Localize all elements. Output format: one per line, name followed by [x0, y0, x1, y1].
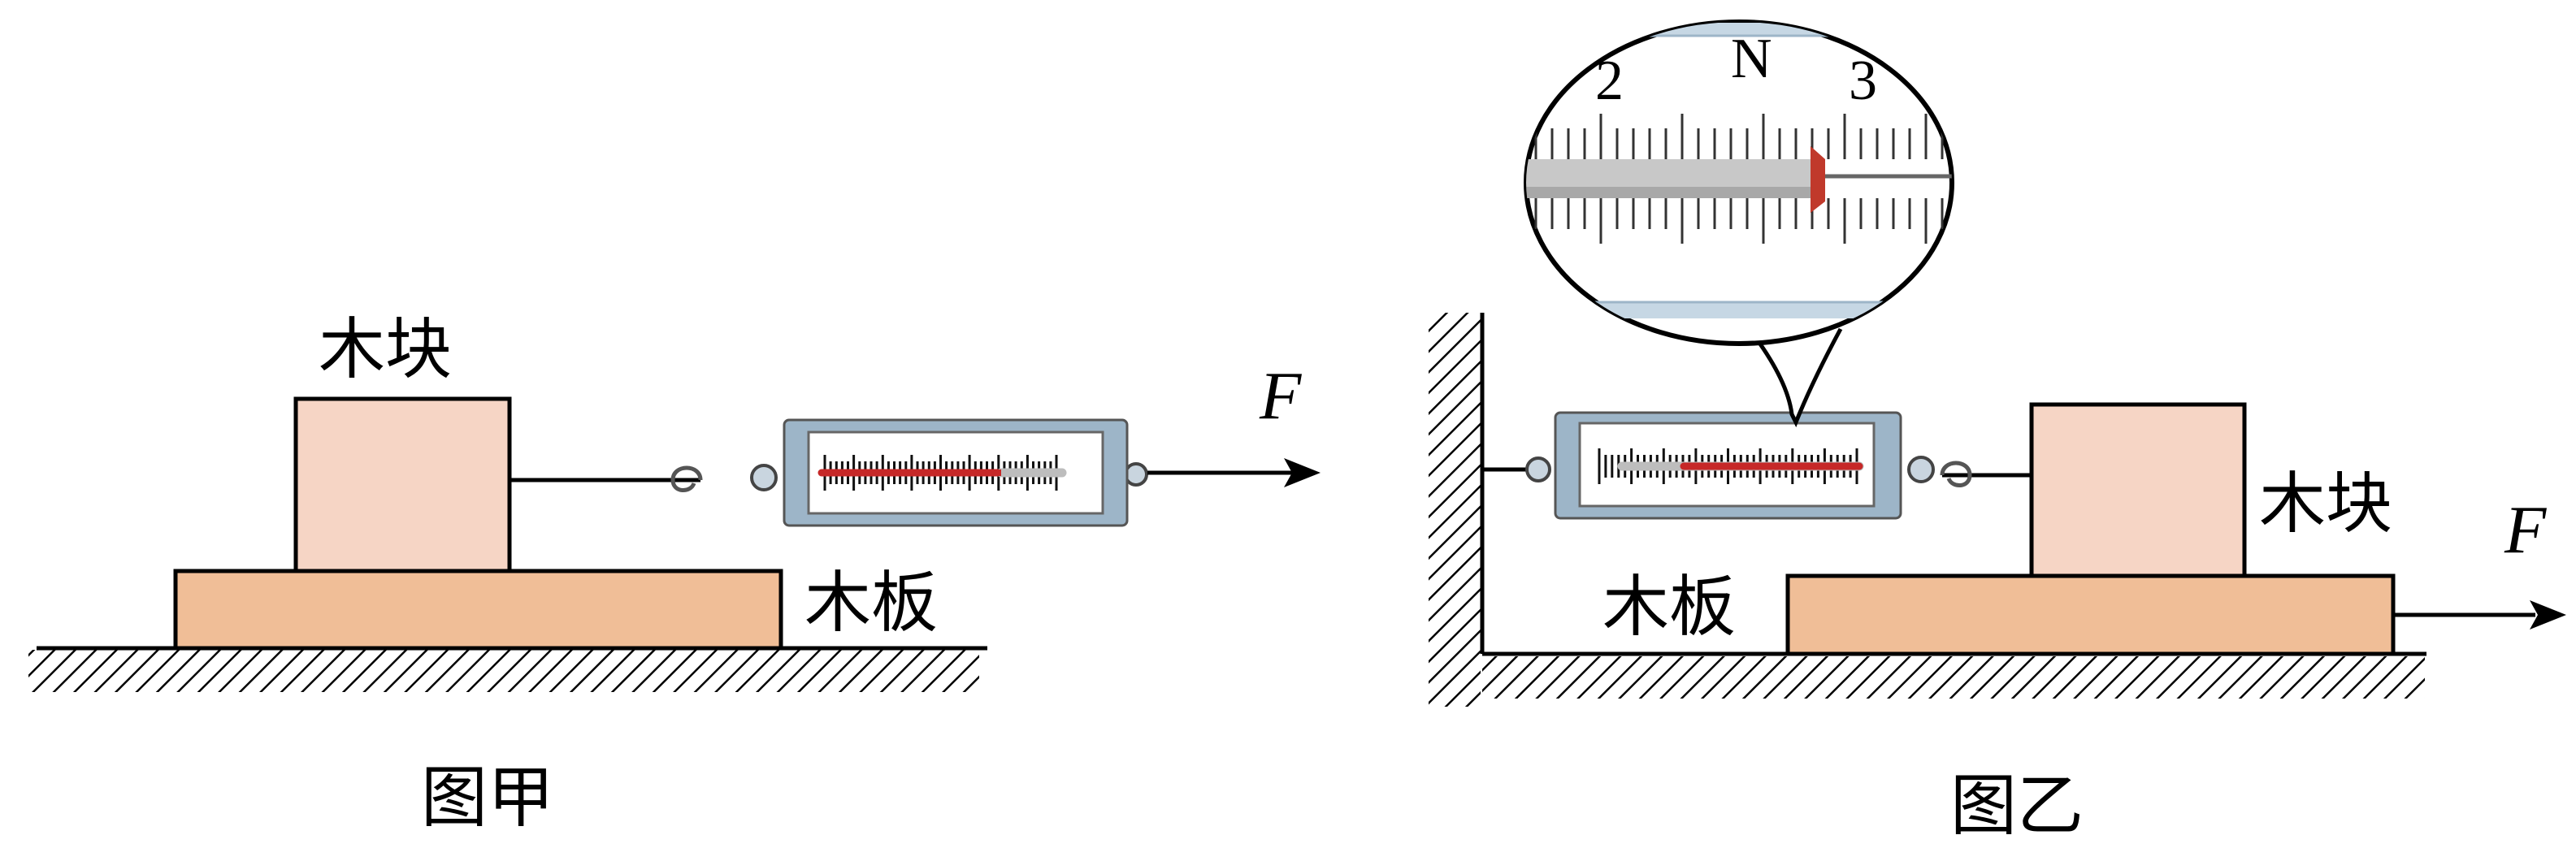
magnifier-unit: N — [1731, 28, 1772, 90]
block-label-b: 木块 — [2259, 465, 2392, 543]
figure-b: 木板 木块 F — [1429, 19, 2566, 845]
spring-scale-b — [1525, 411, 1972, 520]
force-arrow-a — [1147, 458, 1321, 487]
board-label-b: 木板 — [1602, 569, 1736, 646]
block-a — [293, 396, 512, 573]
board-label-a: 木板 — [804, 565, 938, 642]
spring-scale-a — [670, 418, 1148, 527]
force-arrow-b — [2393, 600, 2566, 630]
block-label-a: 木块 — [319, 311, 452, 388]
board-b — [1785, 573, 2396, 656]
wall-hatch — [1429, 313, 1481, 707]
caption-b: 图乙 — [1950, 768, 2084, 845]
ground-hatch-a — [28, 650, 979, 692]
ground-hatch-b — [1482, 656, 2425, 699]
force-label-b: F — [2504, 492, 2548, 568]
magnifier-tick-right: 3 — [1849, 50, 1877, 112]
force-label-a: F — [1259, 358, 1303, 434]
magnifier-callout: 2 N 3 — [1524, 19, 1954, 428]
caption-a: 图甲 — [421, 759, 554, 837]
block-b — [2029, 402, 2247, 578]
board-a — [173, 569, 783, 651]
figure-a: 木板 木块 F 图甲 — [28, 311, 1321, 837]
magnifier-tick-left: 2 — [1595, 50, 1624, 112]
